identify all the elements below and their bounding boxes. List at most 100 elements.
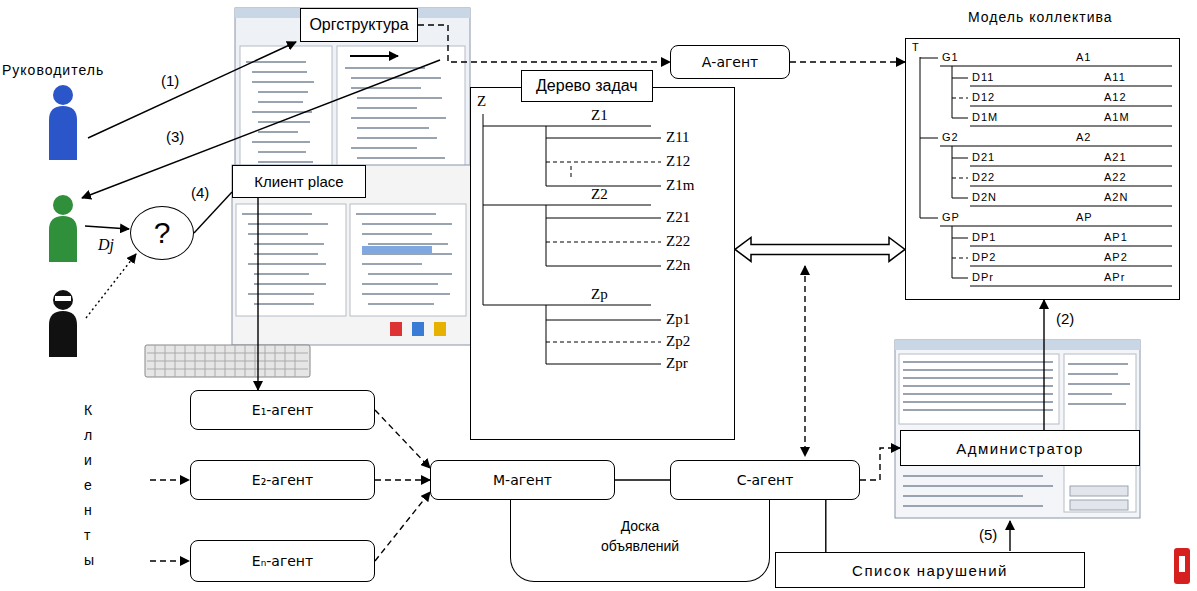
tree-label: A2 [1076, 131, 1091, 144]
tree-line [952, 258, 968, 259]
tree-label: D21 [972, 151, 995, 164]
node-text: С-агент [737, 472, 794, 488]
keyboard-image [147, 345, 308, 377]
tree-line [940, 226, 1172, 227]
tree-line [546, 342, 661, 343]
node-text: М-агент [493, 472, 552, 488]
tree-line [952, 146, 953, 198]
tree-label: A2N [1104, 191, 1128, 204]
frame-heading: Модель коллектива [968, 9, 1113, 25]
connector [418, 25, 670, 62]
tree-label: D1M [972, 111, 998, 124]
software-screenshot [899, 354, 1059, 424]
tree-label: D22 [972, 171, 995, 184]
node-text: Администратор [956, 440, 1084, 457]
agent-box: С-агент [670, 460, 860, 500]
tree-label: AP [1076, 211, 1093, 224]
tree-label: Z1 [591, 106, 608, 124]
tree-line [546, 138, 661, 139]
callout-number: (1) [160, 72, 180, 89]
tree-line [970, 266, 1172, 267]
list-box: Список нарушений [775, 552, 1085, 588]
tree-line [940, 146, 1172, 147]
software-screenshot [350, 204, 466, 316]
tree-line [546, 364, 661, 365]
node-text: Оргструктура [309, 16, 408, 34]
person-icon [53, 195, 73, 215]
tree-line [546, 126, 547, 186]
tree-line [483, 126, 651, 127]
tree-label: Z2 [591, 185, 608, 203]
software-screenshot [1070, 500, 1128, 510]
callout-number: (5) [978, 526, 998, 543]
task-tree-frame: Дерево задачZZ1Z11Z12Z1mZ2Z21Z22Z2nZpZp1… [470, 87, 735, 440]
node-text: А-агент [702, 54, 759, 70]
tree-label: DP2 [972, 251, 996, 264]
flow-arrow [88, 42, 296, 138]
software-screenshot [242, 214, 452, 304]
software-screenshot [390, 322, 402, 336]
tree-line [952, 78, 968, 79]
tree-line [920, 58, 938, 59]
tree-label: G1 [942, 51, 959, 64]
tree-label: DPr [972, 271, 994, 284]
keyboard-image [145, 345, 310, 377]
callout-number: (2) [1055, 310, 1075, 327]
connector [375, 410, 430, 468]
tree-line [970, 246, 1172, 247]
agent-box: М-агент [430, 460, 615, 500]
tree-label: GP [942, 211, 960, 224]
tree-line [483, 205, 651, 206]
tree-lines [906, 39, 1179, 299]
connector [615, 479, 670, 480]
tree-label: APr [1104, 271, 1125, 284]
software-screenshot [895, 340, 1140, 350]
node-text: E₁-агент [252, 402, 313, 418]
connector [790, 61, 905, 62]
callout-number: (4) [190, 184, 210, 201]
tree-label: Z [477, 92, 486, 110]
node-text: Eₙ-агент [252, 553, 313, 569]
tree-line [920, 218, 938, 219]
connector [375, 492, 430, 561]
tree-label: Zpr [666, 354, 688, 372]
tree-label: A12 [1104, 91, 1127, 104]
tree-line [970, 126, 1172, 127]
person-icon [49, 216, 77, 262]
software-screenshot [337, 46, 465, 180]
tree-label: A11 [1104, 71, 1126, 84]
person-icon [55, 296, 71, 301]
agent-box: Eₙ-агент [190, 540, 375, 582]
flow-arrow [150, 479, 189, 480]
tree-line [952, 118, 968, 119]
software-screenshot [246, 62, 446, 172]
software-screenshot [362, 246, 432, 254]
tree-label: D2N [972, 191, 997, 204]
bulletin-board: Доска объявлений [510, 500, 770, 582]
window-label-box: Администратор [900, 430, 1140, 466]
tree-line [920, 138, 938, 139]
tree-line [970, 286, 1172, 287]
software-screenshot [235, 8, 470, 185]
tree-label: Zp1 [666, 310, 690, 328]
tree-label: Zp2 [666, 332, 690, 350]
agent-box: E₁-агент [190, 390, 375, 430]
flow-arrow [85, 226, 129, 229]
node-text: Список нарушений [852, 562, 1008, 579]
model-frame: Модель коллективаTG1A1D11A11D12A12D1MA1M… [905, 38, 1180, 300]
tree-label: A22 [1104, 171, 1127, 184]
tree-line [483, 305, 651, 306]
connector [375, 479, 430, 480]
software-screenshot [895, 340, 1140, 518]
group-label: Клиенты [84, 398, 98, 573]
flow-arrow [804, 266, 805, 456]
tree-line [546, 320, 661, 321]
tree-label: A1 [1076, 51, 1091, 64]
tree-line [952, 238, 968, 239]
tree-label: Z11 [666, 128, 690, 146]
tree-line [952, 178, 968, 179]
tree-line [546, 218, 661, 219]
tree-line [571, 166, 572, 180]
tree-line [952, 66, 953, 118]
